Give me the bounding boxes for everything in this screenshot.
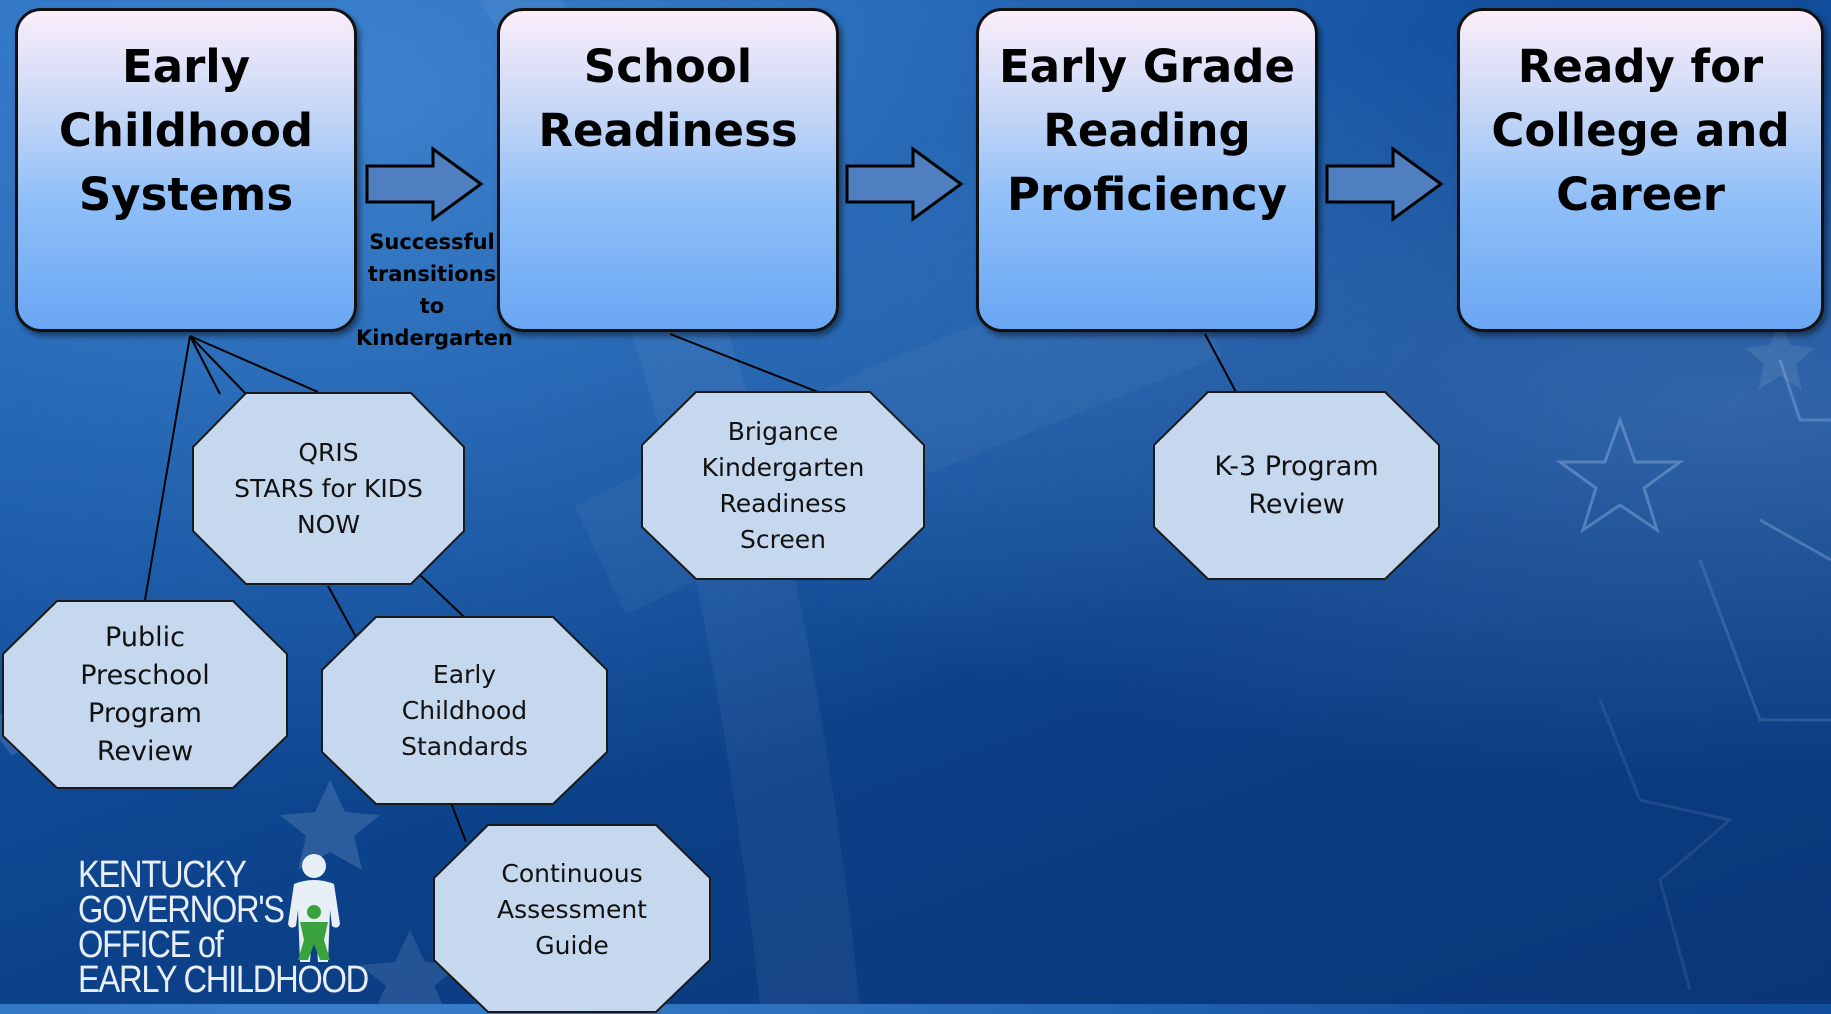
component-label: Early Childhood Standards [401, 660, 528, 761]
component-continuous-assessment: Continuous Assessment Guide [432, 824, 712, 1014]
stage-early-childhood-systems: Early Childhood Systems [15, 8, 357, 332]
kentucky-governor-office-logo: KENTUCKY GOVERNOR'S OFFICE of EARLY CHIL… [78, 852, 369, 1004]
component-label: K-3 Program Review [1214, 451, 1379, 520]
component-label: QRIS STARS for KIDS NOW [234, 438, 423, 539]
component-brigance: Brigance Kindergarten Readiness Screen [640, 391, 926, 581]
stage-early-grade-reading: Early Grade Reading Proficiency [976, 8, 1318, 332]
component-label: Brigance Kindergarten Readiness Screen [701, 417, 865, 554]
logo-line: KENTUCKY [78, 854, 247, 896]
logo-line: OFFICE of [78, 924, 224, 966]
arrow-icon [365, 146, 484, 222]
component-label: Public Preschool Program Review [80, 622, 210, 767]
transition-note: Successful transitions to Kindergarten [356, 230, 513, 350]
parent-child-icon [288, 854, 340, 962]
component-qris: QRIS STARS for KIDS NOW [191, 392, 466, 586]
stage-title: School Readiness [538, 40, 798, 157]
component-k3-review: K-3 Program Review [1152, 391, 1441, 581]
stage-title: Ready for College and Career [1491, 40, 1790, 221]
logo-line: GOVERNOR'S [78, 889, 285, 931]
component-early-childhood-standards: Early Childhood Standards [320, 616, 609, 806]
component-label: Continuous Assessment Guide [497, 859, 647, 960]
arrow-icon [845, 146, 964, 222]
logo-line: EARLY CHILDHOOD [78, 959, 369, 1001]
stage-school-readiness: School Readiness [497, 8, 839, 332]
logo-text: KENTUCKY GOVERNOR'S OFFICE of EARLY CHIL… [78, 854, 369, 1001]
stage-college-career: Ready for College and Career [1457, 8, 1824, 332]
component-public-preschool: Public Preschool Program Review [1, 600, 289, 790]
stage-title: Early Childhood Systems [58, 40, 314, 221]
arrow-icon [1325, 146, 1444, 222]
stage-title: Early Grade Reading Proficiency [999, 40, 1295, 221]
